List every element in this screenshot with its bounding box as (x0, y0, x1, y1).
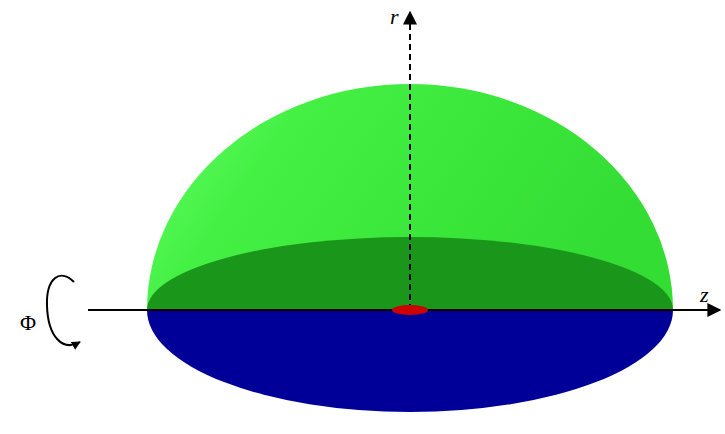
axis-label: r (390, 6, 399, 28)
angle-label: Φ (20, 312, 36, 334)
r-axis (409, 12, 411, 310)
axis-label: z (700, 284, 709, 306)
base-disk (147, 310, 673, 412)
source-point (392, 305, 428, 315)
rotation-arrow (47, 276, 80, 345)
